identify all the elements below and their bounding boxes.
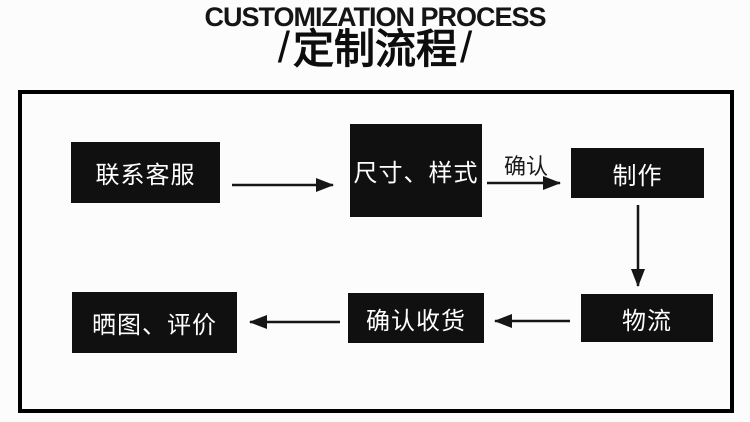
page-title-chinese-text: 定制流程 [293,26,457,72]
flow-node-share-review: 晒图、评价 [72,292,237,353]
arrow-label-confirm: 确认 [503,154,548,179]
flow-node-confirm-receipt: 确认收货 [348,293,484,343]
flow-node-contact-service: 联系客服 [71,142,220,203]
flow-node-production: 制作 [571,148,704,198]
left-slash-decoration: / [277,23,290,72]
flow-node-logistics: 物流 [581,294,713,342]
page-title-english: CUSTOMIZATION PROCESS [204,2,546,32]
flow-node-size-style: 尺寸、样式 [350,124,482,217]
right-slash-decoration: / [460,23,473,72]
flowchart-frame [18,90,734,413]
page-title-chinese: /定制流程/ [0,23,750,75]
